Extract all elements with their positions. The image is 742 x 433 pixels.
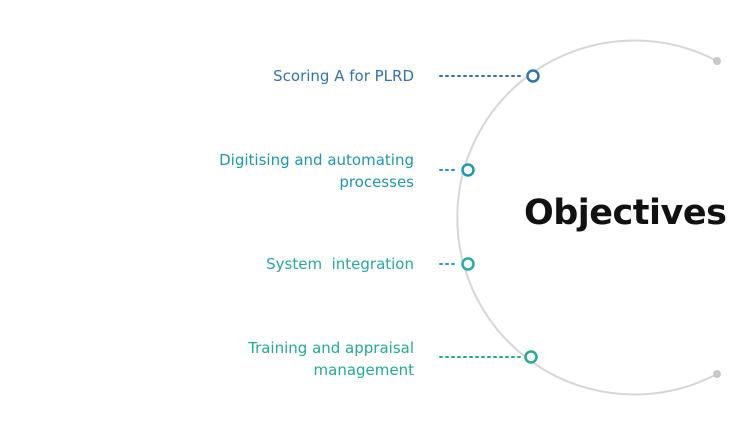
objective-label-training: Training and appraisal management xyxy=(248,339,414,379)
objectives-arc xyxy=(456,39,718,396)
objective-label-system-integration: System integration xyxy=(266,255,414,273)
connector-node xyxy=(461,257,475,271)
connector-node xyxy=(526,69,540,83)
arc-top-end-dot xyxy=(713,57,721,65)
connector-node xyxy=(524,350,538,364)
objective-label-digitising: Digitising and automating processes xyxy=(219,151,414,191)
arc-bottom-end-dot xyxy=(713,370,721,378)
center-title: Objectives xyxy=(524,193,727,233)
connector-node xyxy=(461,163,475,177)
objective-label-scoring: Scoring A for PLRD xyxy=(273,67,414,85)
